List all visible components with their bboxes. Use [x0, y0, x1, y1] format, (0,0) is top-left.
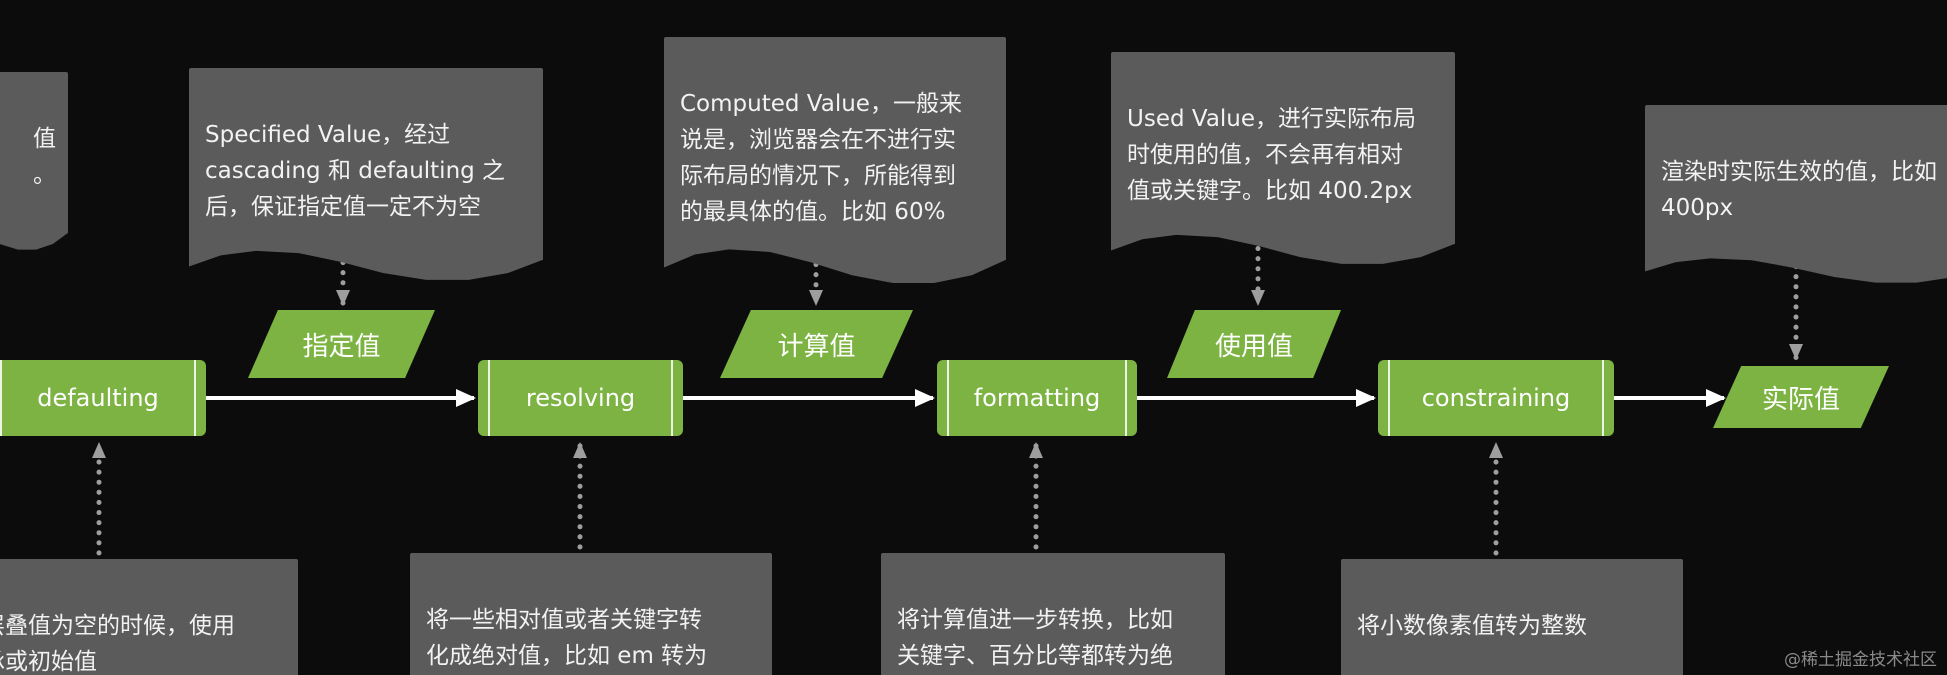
watermark: @稀土掘金技术社区 [1784, 650, 1937, 670]
callout-specified-note: Specified Value，经过 cascading 和 defaultin… [189, 68, 543, 280]
value-parallelogram-computed: 计算值 [720, 310, 913, 378]
callout-top-left-fragment-text: 值 。 [33, 126, 56, 188]
value-parallelogram-used: 使用值 [1167, 310, 1341, 378]
stage-label-defaulting: defaulting [37, 384, 159, 412]
callout-top-left-fragment: 值 。 [0, 72, 68, 250]
callout-resolving-note: 将一些相对值或者关键字转 化成绝对值，比如 em 转为 px，相对路径转为绝对路… [410, 553, 772, 675]
callout-constraining-note-text: 将小数像素值转为整数 [1357, 613, 1587, 639]
value-label-actual: 实际值 [1761, 384, 1840, 415]
stage-box-constraining: constraining [1378, 360, 1614, 436]
callout-formatting-note: 将计算值进一步转换，比如 关键字、百分比等都转为绝 对值 [881, 553, 1225, 675]
value-label-specified: 指定值 [302, 331, 381, 362]
stage-label-constraining: constraining [1421, 384, 1571, 412]
value-parallelogram-actual: 实际值 [1713, 366, 1889, 428]
stage-box-formatting: formatting [937, 360, 1137, 436]
value-label-used: 使用值 [1214, 331, 1293, 362]
callout-specified-note-text: Specified Value，经过 cascading 和 defaultin… [205, 122, 506, 220]
callout-constraining-note: 将小数像素值转为整数 [1341, 559, 1683, 675]
stage-box-defaulting: defaulting [0, 360, 206, 436]
callout-formatting-note-text: 将计算值进一步转换，比如 关键字、百分比等都转为绝 对值 [897, 607, 1173, 669]
callout-render-note: 渲染时实际生效的值，比如 400px [1645, 105, 1947, 283]
callout-computed-note-text: Computed Value，一般来 说是，浏览器会在不进行实 际布局的情况下，… [680, 91, 962, 225]
callout-defaulting-note-text: 层叠值为空的时候，使用 承或初始值 [0, 613, 235, 675]
callout-computed-note: Computed Value，一般来 说是，浏览器会在不进行实 际布局的情况下，… [664, 37, 1006, 284]
stage-label-formatting: formatting [973, 384, 1101, 412]
value-label-computed: 计算值 [777, 331, 856, 362]
callout-used-note-text: Used Value，进行实际布局 时使用的值，不会再有相对 值或关键字。比如 … [1127, 106, 1417, 204]
callout-resolving-note-text: 将一些相对值或者关键字转 化成绝对值，比如 em 转为 px，相对路径转为绝对路… [426, 607, 708, 669]
stage-label-resolving: resolving [525, 384, 636, 412]
callout-defaulting-note: 层叠值为空的时候，使用 承或初始值 [0, 559, 298, 675]
stage-box-resolving: resolving [478, 360, 683, 436]
callout-render-note-text: 渲染时实际生效的值，比如 400px [1661, 159, 1937, 221]
value-parallelogram-specified: 指定值 [248, 310, 435, 378]
callout-used-note: Used Value，进行实际布局 时使用的值，不会再有相对 值或关键字。比如 … [1111, 52, 1455, 264]
